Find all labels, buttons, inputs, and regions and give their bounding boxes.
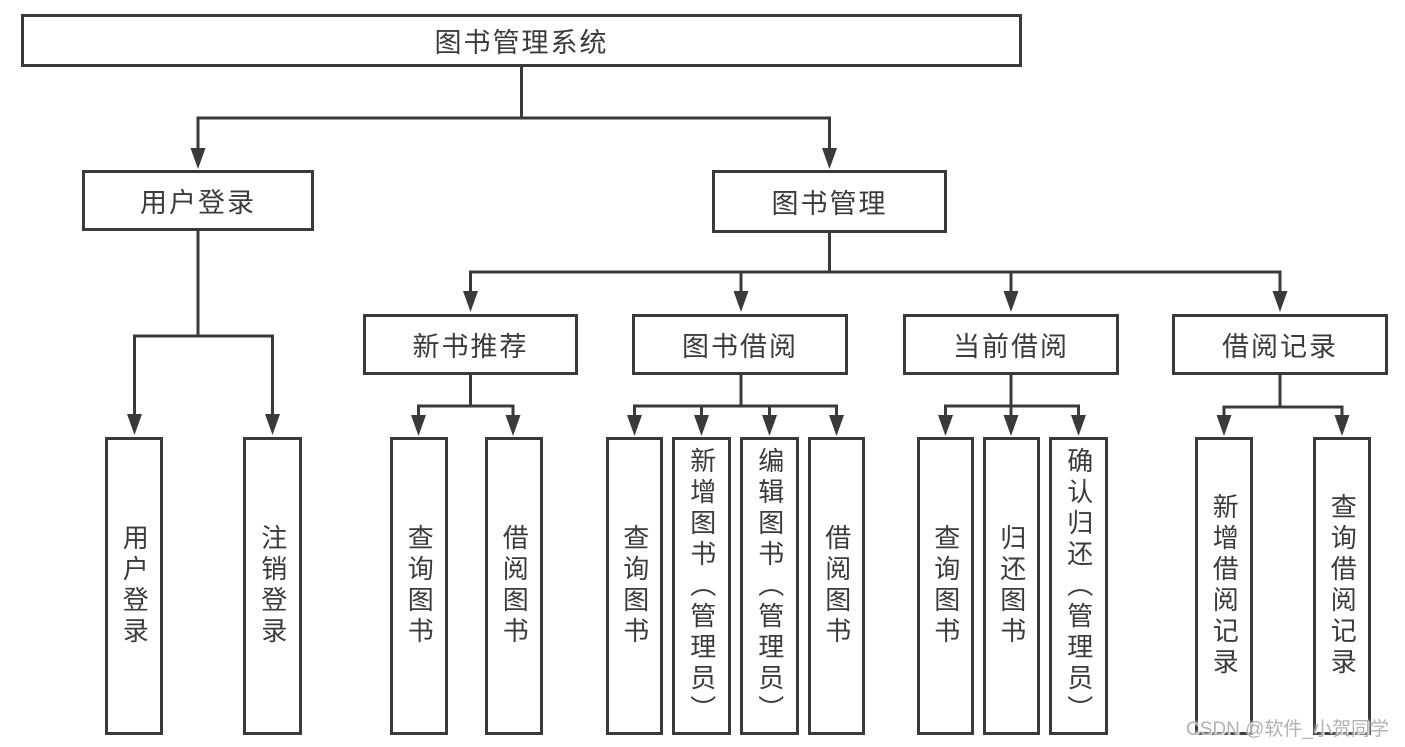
leaf-query-books-current-label: 查询图书 [930,524,961,648]
node-borrow-records-label: 借阅记录 [1222,332,1338,362]
node-book-management-label: 图书管理 [771,189,888,219]
node-user-login: 用户登录 [82,170,314,231]
leaf-user-login: 用户登录 [105,437,163,735]
arrowhead [1071,415,1086,436]
node-current-borrow: 当前借阅 [903,314,1119,375]
arrowhead [411,415,426,436]
leaf-add-books-admin-label: 新增图书（管理员） [686,446,717,726]
leaf-borrow-books: 借阅图书 [808,437,865,735]
leaf-query-books-current: 查询图书 [917,437,974,735]
arrowhead [627,415,642,436]
leaf-user-login-label: 用户登录 [119,524,150,648]
leaf-query-books-borrow-label: 查询图书 [619,524,650,648]
arrowhead [463,291,478,312]
node-new-book-recommend: 新书推荐 [363,314,578,375]
leaf-edit-books-admin: 编辑图书（管理员） [740,437,799,735]
connector-borrow-records-branch [1216,373,1350,436]
arrowhead [1334,415,1350,436]
node-user-login-label: 用户登录 [140,188,256,218]
node-book-borrow-label: 图书借阅 [682,332,798,362]
leaf-add-borrow-record: 新增借阅记录 [1195,437,1253,735]
arrowhead [265,414,280,435]
node-borrow-records: 借阅记录 [1172,314,1388,375]
connector-book-management-branch [463,232,1288,312]
leaf-query-books-recommend: 查询图书 [390,437,448,735]
arrowhead [1216,415,1232,436]
leaf-borrow-books-recommend: 借阅图书 [485,437,543,735]
node-root-label: 图书管理系统 [434,28,609,58]
arrowhead [829,415,844,436]
leaf-logout: 注销登录 [243,437,302,735]
leaf-confirm-return-admin: 确认归还（管理员） [1049,437,1108,735]
leaf-return-books: 归还图书 [983,437,1040,735]
leaf-add-borrow-record-label: 新增借阅记录 [1209,493,1240,679]
leaf-query-books-borrow: 查询图书 [606,437,663,735]
node-new-book-recommend-label: 新书推荐 [412,332,529,362]
csdn-watermark: CSDN @软件_小贺同学 [1186,714,1389,741]
arrowhead [938,415,953,436]
leaf-query-books-recommend-label: 查询图书 [404,524,435,648]
leaf-confirm-return-admin-label: 确认归还（管理员） [1063,446,1094,726]
csdn-watermark-text: CSDN @软件_小贺同学 [1186,719,1389,740]
connector-current-borrow-branch [938,373,1086,436]
leaf-query-borrow-record: 查询借阅记录 [1313,437,1371,735]
arrowhead [505,415,521,436]
leaf-return-books-label: 归还图书 [996,524,1027,648]
arrowhead [822,148,837,169]
leaf-logout-label: 注销登录 [257,524,288,648]
node-book-borrow: 图书借阅 [632,314,848,375]
leaf-edit-books-admin-label: 编辑图书（管理员） [754,446,785,726]
arrowhead [190,148,206,169]
leaf-add-books-admin: 新增图书（管理员） [672,437,731,735]
connector-book-borrow-branch [627,373,844,436]
leaf-borrow-books-label: 借阅图书 [821,524,852,648]
arrowhead [127,414,142,435]
connector-root-to-level2 [190,66,837,169]
arrowhead [762,415,777,436]
arrowhead [1003,291,1019,312]
node-book-management: 图书管理 [712,170,947,233]
arrowhead [694,415,709,436]
leaf-borrow-books-recommend-label: 借阅图书 [499,524,530,648]
connector-user-login-branch [127,230,280,435]
arrowhead [1272,291,1288,312]
leaf-query-borrow-record-label: 查询借阅记录 [1327,493,1358,679]
arrowhead [1003,415,1019,436]
node-root-system: 图书管理系统 [21,14,1022,67]
node-current-borrow-label: 当前借阅 [953,332,1069,362]
arrowhead [733,291,749,312]
connector-new-book-recommend-branch [411,373,521,436]
